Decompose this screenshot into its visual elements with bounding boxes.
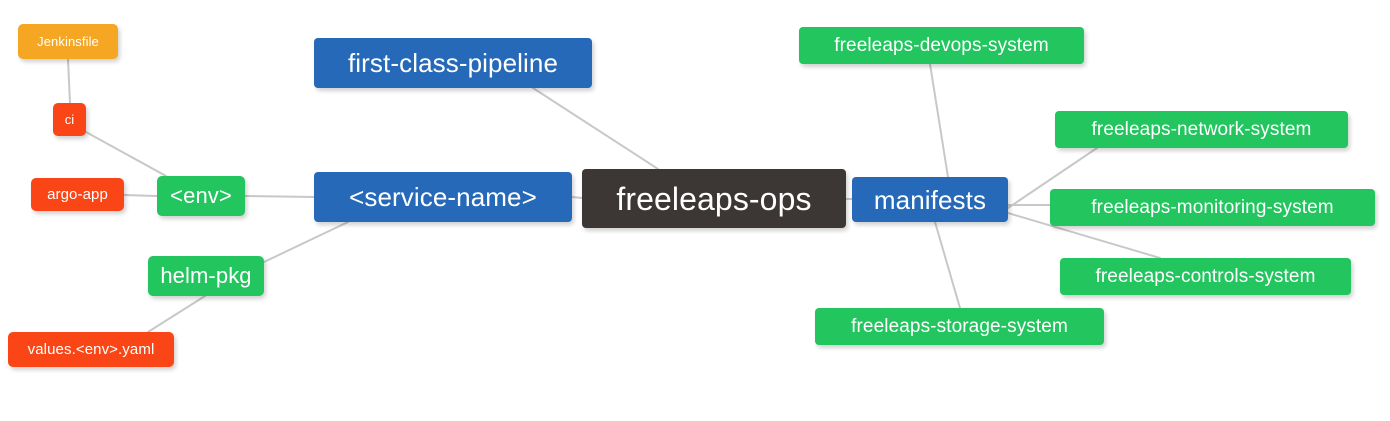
- node-label: <env>: [170, 183, 232, 208]
- node-helm-pkg[interactable]: helm-pkg: [148, 256, 264, 296]
- node-label: freeleaps-controls-system: [1095, 266, 1316, 287]
- node-label: <service-name>: [349, 182, 537, 212]
- node-label: Jenkinsfile: [37, 34, 99, 49]
- edge-service-name-to-freeleaps-ops: [571, 196, 583, 199]
- node-service-name[interactable]: <service-name>: [314, 172, 572, 222]
- node-label: values.<env>.yaml: [27, 341, 155, 358]
- node-label: argo-app: [47, 186, 108, 203]
- node-ci[interactable]: ci: [53, 103, 86, 136]
- edge-argo-app-to-env: [123, 194, 158, 197]
- node-jenkinsfile[interactable]: Jenkinsfile: [18, 24, 118, 59]
- node-label: freeleaps-storage-system: [851, 316, 1068, 337]
- node-label: freeleaps-ops: [616, 180, 812, 217]
- node-first-class-pipeline[interactable]: first-class-pipeline: [314, 38, 592, 88]
- edge-manifests-to-freeleaps-storage-system: [934, 221, 961, 309]
- node-label: freeleaps-devops-system: [834, 35, 1049, 56]
- node-label: first-class-pipeline: [347, 48, 559, 78]
- edge-freeleaps-devops-system-to-manifests: [929, 63, 949, 178]
- edge-first-class-pipeline-to-freeleaps-ops: [532, 87, 659, 170]
- node-env[interactable]: <env>: [157, 176, 245, 216]
- edge-helm-pkg-to-service-name: [263, 221, 349, 263]
- node-freeleaps-devops-system[interactable]: freeleaps-devops-system: [799, 27, 1084, 64]
- node-label: helm-pkg: [160, 263, 252, 288]
- node-label: freeleaps-network-system: [1091, 119, 1312, 140]
- node-argo-app[interactable]: argo-app: [31, 178, 124, 211]
- node-freeleaps-network-system[interactable]: freeleaps-network-system: [1055, 111, 1348, 148]
- edge-values-yaml-to-helm-pkg: [147, 295, 206, 333]
- node-label: ci: [64, 112, 75, 127]
- node-label: freeleaps-monitoring-system: [1091, 197, 1334, 218]
- node-freeleaps-storage-system[interactable]: freeleaps-storage-system: [815, 308, 1104, 345]
- edge-env-to-service-name: [244, 195, 315, 198]
- node-freeleaps-controls-system[interactable]: freeleaps-controls-system: [1060, 258, 1351, 295]
- node-label: manifests: [873, 184, 987, 215]
- node-values-yaml[interactable]: values.<env>.yaml: [8, 332, 174, 367]
- edge-ci-to-env: [85, 131, 167, 177]
- node-freeleaps-monitoring-system[interactable]: freeleaps-monitoring-system: [1050, 189, 1375, 226]
- node-freeleaps-ops[interactable]: freeleaps-ops: [582, 169, 846, 228]
- edge-jenkinsfile-to-ci: [67, 58, 71, 104]
- node-manifests[interactable]: manifests: [852, 177, 1008, 222]
